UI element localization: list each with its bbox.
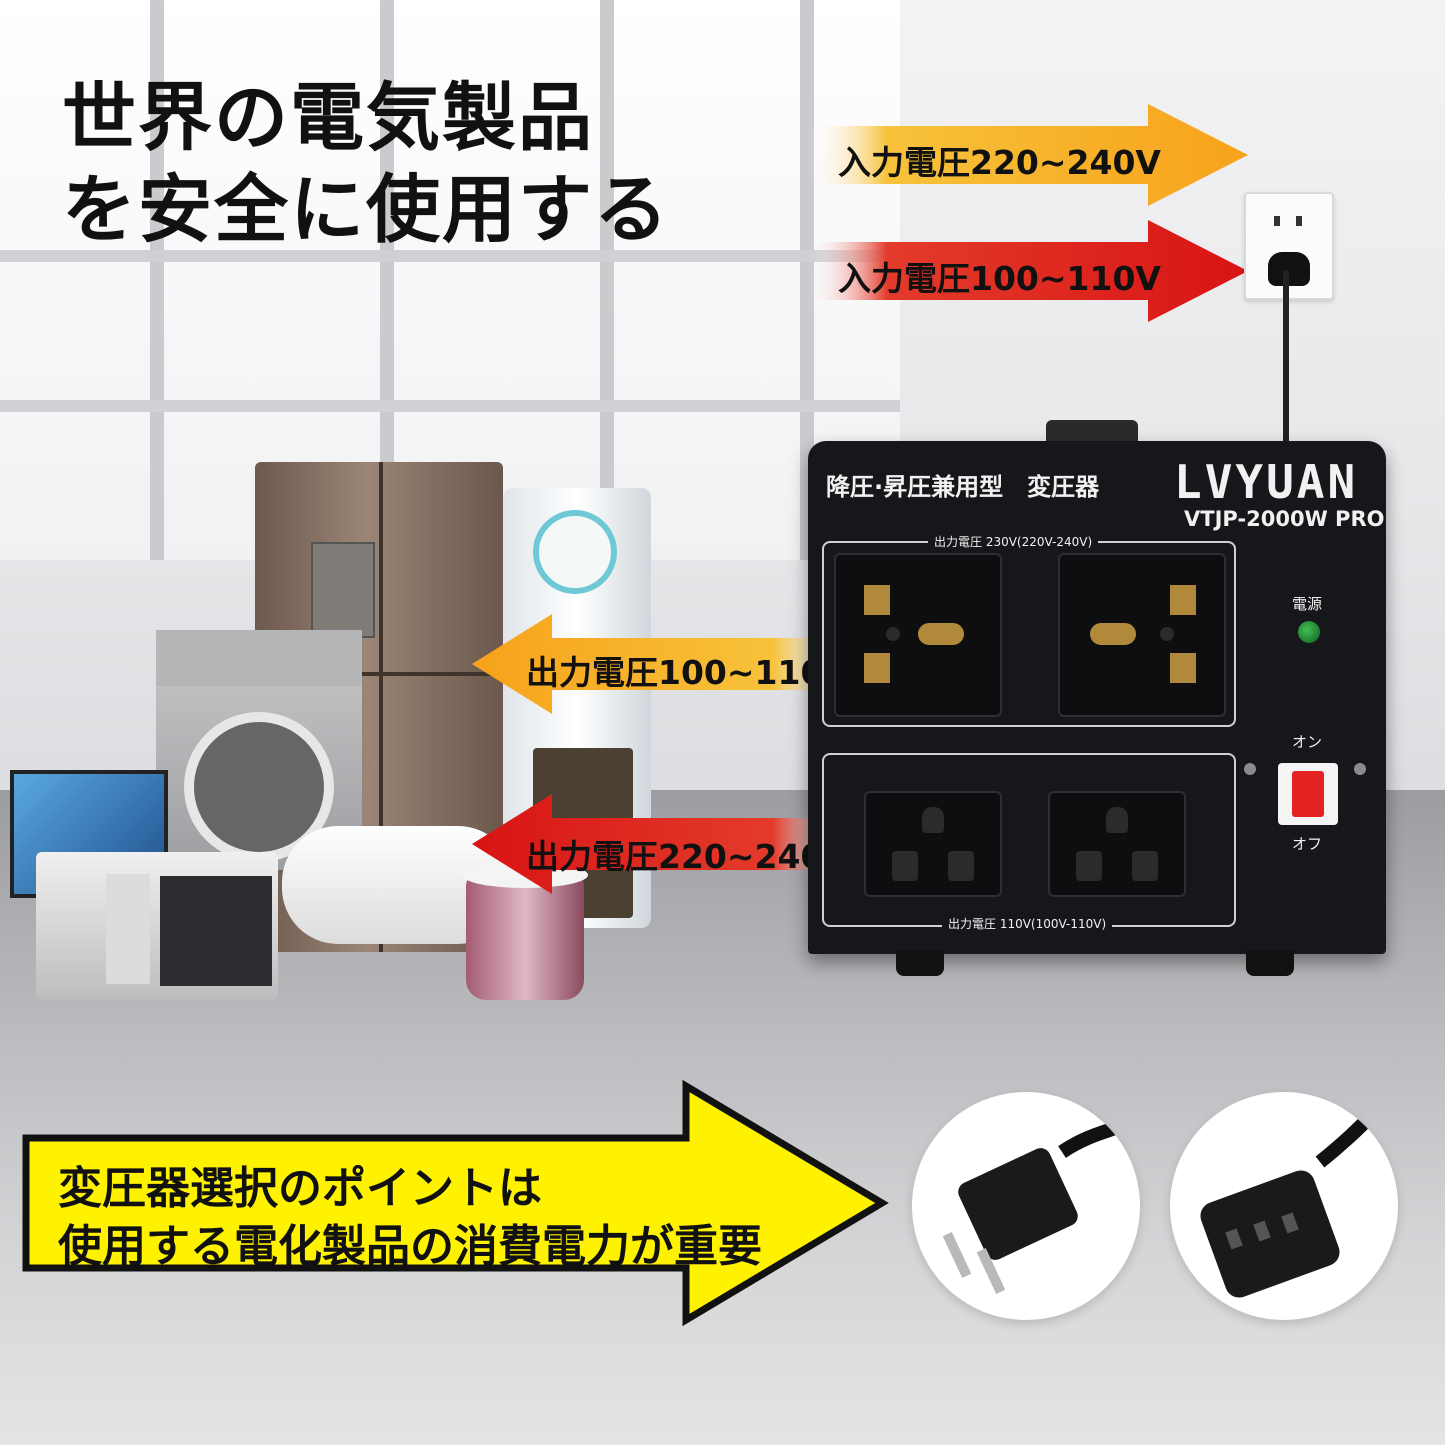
upper-panel-label: 出力電圧 230V(220V-240V) [928, 533, 1099, 550]
us-socket-1[interactable] [864, 791, 1002, 897]
wall-outlet [1244, 192, 1334, 300]
callout-arrow [22, 1080, 889, 1326]
input-low-arrow-shape [808, 220, 1248, 322]
power-label: 電源 [1292, 595, 1323, 613]
callout-line-1: 変圧器選択のポイントは [58, 1163, 542, 1214]
transformer-foot [1246, 950, 1294, 976]
iec-plug-image [1170, 1092, 1398, 1320]
output-high-arrow-shape [472, 794, 848, 894]
power-switch[interactable] [1278, 763, 1338, 825]
output-arrows [472, 614, 848, 894]
transformer: 降圧·昇圧兼用型 変圧器 LVYUAN VTJP-2000W PRO 出力電圧 … [808, 441, 1386, 954]
power-led-icon [1298, 621, 1320, 643]
output-high-arrow-label: 出力電圧220~240V [526, 837, 849, 876]
headline-line-2: を安全に使用する [62, 167, 670, 253]
iec-c13-plug-icon [1200, 1107, 1380, 1298]
universal-socket-1[interactable] [834, 553, 1002, 717]
screw-icon [1244, 763, 1256, 775]
output-low-arrow-shape [472, 614, 848, 714]
power-cord [1283, 270, 1289, 450]
us-plug-icon [942, 1115, 1131, 1294]
transformer-type-label: 降圧·昇圧兼用型 変圧器 [826, 473, 1100, 501]
lower-panel-label: 出力電圧 110V(100V-110V) [942, 915, 1113, 932]
callout-text: 変圧器選択のポイントは 使用する電化製品の消費電力が重要 [58, 1160, 762, 1276]
us-socket-2[interactable] [1048, 791, 1186, 897]
callout-line-2: 使用する電化製品の消費電力が重要 [58, 1221, 762, 1272]
screw-icon [1354, 763, 1366, 775]
window-background [0, 0, 900, 560]
input-high-arrow-label: 入力電圧220~240V [838, 143, 1161, 182]
input-high-arrow-shape [808, 104, 1248, 206]
us-plug-image [912, 1092, 1140, 1320]
headline: 世界の電気製品 を安全に使用する [62, 72, 670, 256]
transformer-foot [896, 950, 944, 976]
transformer-model: VTJP-2000W PRO [1184, 507, 1385, 531]
input-low-arrow-label: 入力電圧100~110V [838, 259, 1161, 298]
plug-in-outlet [1268, 252, 1310, 286]
transformer-brand-logo: LVYUAN [1174, 455, 1359, 509]
rice-cooker [462, 862, 588, 1000]
microwave [36, 852, 278, 1000]
switch-on-label: オン [1292, 733, 1323, 751]
universal-socket-2[interactable] [1058, 553, 1226, 717]
input-arrows [808, 104, 1248, 322]
output-low-arrow-label: 出力電圧100~110V [526, 653, 849, 692]
switch-off-label: オフ [1292, 835, 1323, 853]
headline-line-1: 世界の電気製品 [62, 75, 594, 161]
